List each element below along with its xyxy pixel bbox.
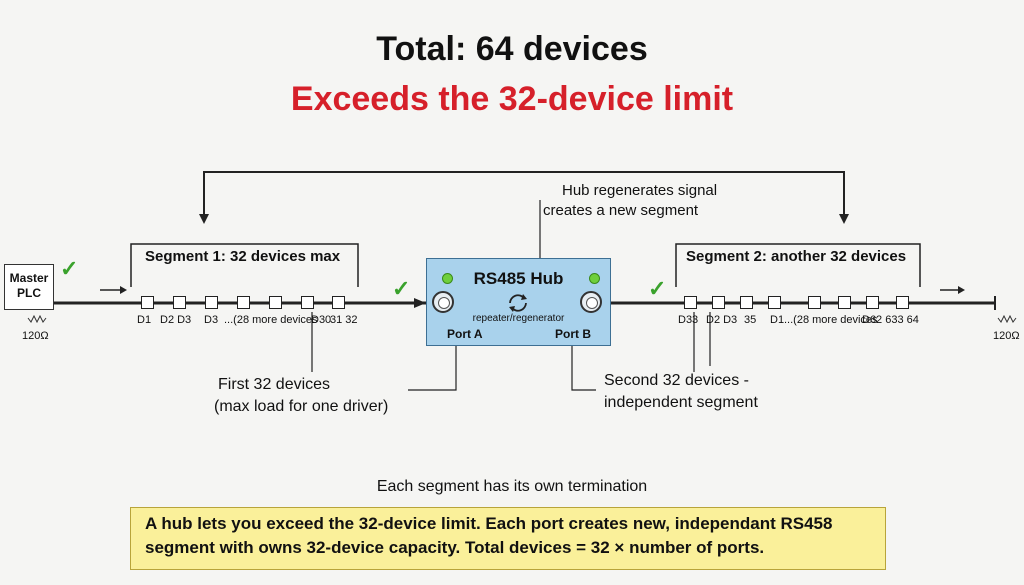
hub-subtitle: repeater/regenerator — [472, 313, 565, 324]
segment1-callout-line1: First 32 devices — [218, 376, 331, 393]
resistor-left — [27, 314, 47, 324]
dir-arrow-right — [958, 286, 965, 294]
device-label: ...(28 more devices — [784, 314, 878, 326]
segment2-callout-line2: independent segment — [604, 394, 758, 411]
bus-arrowhead-hub — [414, 298, 426, 308]
port-a-leader — [408, 346, 457, 391]
device-label: D62 633 64 — [862, 314, 919, 326]
device-label: D2 D3 — [706, 314, 738, 326]
dir-arrow-left — [120, 286, 127, 294]
device-label: D1 — [770, 314, 785, 326]
port-a-connector — [432, 291, 454, 313]
refresh-icon — [505, 292, 531, 314]
device-node — [205, 296, 218, 309]
summary-note-line1: A hub lets you exceed the 32-device limi… — [145, 514, 833, 533]
device-node — [896, 296, 909, 309]
device-node — [684, 296, 697, 309]
device-label: ...(28 more devices — [224, 314, 318, 326]
hub-title: RS485 Hub — [473, 269, 564, 288]
segment1-label: Segment 1: 32 devices max — [141, 248, 345, 265]
port-b-leader — [571, 346, 596, 391]
segment2-bracket — [675, 243, 921, 287]
right-termination-label: 120Ω — [993, 330, 1020, 342]
summary-note-box: A hub lets you exceed the 32-device limi… — [130, 507, 886, 570]
device-node — [173, 296, 186, 309]
device-node — [768, 296, 781, 309]
rs485-hub: RS485 Hub repeater/regenerator Port A Po… — [426, 258, 611, 346]
segment1-callout-line2: (max load for one driver) — [214, 398, 389, 415]
device-node — [866, 296, 879, 309]
device-node — [269, 296, 282, 309]
device-node — [740, 296, 753, 309]
left-termination-label: 120Ω — [22, 330, 49, 342]
port-b-label: Port B — [555, 327, 591, 341]
master-label-line2: PLC — [17, 286, 41, 300]
resistor-right — [997, 314, 1017, 324]
check-icon: ✓ — [60, 256, 79, 281]
segment1-bracket — [130, 243, 359, 287]
port-b-connector — [580, 291, 602, 313]
segment2-callout-line1: Second 32 devices - — [604, 372, 749, 389]
summary-note-line2: segment with owns 32-device capacity. To… — [145, 538, 765, 557]
device-node — [301, 296, 314, 309]
device-label: 31 32 — [330, 314, 358, 326]
device-label: 35 — [744, 314, 757, 326]
loop-arrowhead-right — [839, 214, 849, 224]
device-node — [332, 296, 345, 309]
device-node — [712, 296, 725, 309]
loop-arrowhead-left — [199, 214, 209, 224]
check-icon: ✓ — [648, 276, 667, 301]
led-indicator — [589, 273, 600, 284]
hub-callout-line2: creates a new segment — [543, 202, 699, 219]
segment2-label: Segment 2: another 32 devices — [682, 248, 911, 265]
device-label: D33 — [678, 314, 699, 326]
port-a-label: Port A — [447, 327, 483, 341]
hub-callout-line1: Hub regenerates signal — [562, 182, 718, 199]
page-subtitle: Exceeds the 32-device limit — [290, 80, 734, 118]
device-label: D3 — [204, 314, 219, 326]
device-node — [237, 296, 250, 309]
device-label: D2 D3 — [160, 314, 192, 326]
check-icon: ✓ — [392, 276, 411, 301]
page-title: Total: 64 devices — [376, 30, 648, 68]
termination-note: Each segment has its own termination — [376, 478, 648, 495]
device-node — [141, 296, 154, 309]
master-label-line1: Master — [9, 271, 49, 285]
master-plc-box: Master PLC — [4, 264, 54, 310]
device-node — [838, 296, 851, 309]
led-indicator — [442, 273, 453, 284]
device-label: D1 — [137, 314, 152, 326]
top-loop-line — [203, 171, 845, 222]
device-label: D30 — [311, 314, 332, 326]
device-node — [808, 296, 821, 309]
